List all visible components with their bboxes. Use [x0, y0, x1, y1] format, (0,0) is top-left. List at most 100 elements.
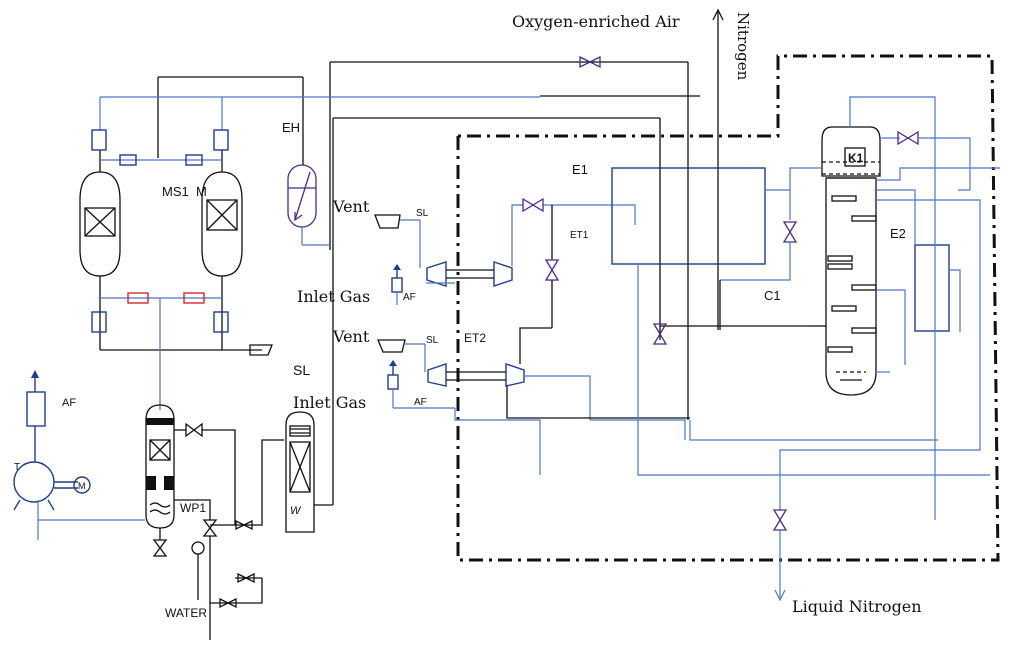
- c1-top-link: [789, 167, 822, 190]
- wp1-label: WP1: [180, 501, 206, 515]
- silencer-2: [377, 339, 406, 353]
- inlet-gas2-label: Inlet Gas: [293, 393, 366, 412]
- column-tray: [851, 284, 877, 291]
- ms1-label: MS1: [162, 184, 189, 199]
- valve-wp1-drain: [152, 539, 168, 557]
- valve-water-5: [219, 597, 237, 609]
- column-liquid-out: [779, 199, 981, 510]
- valve-water-4: [237, 572, 255, 584]
- m-label: M: [78, 481, 86, 491]
- lower-return: [689, 420, 938, 441]
- adsorber-left: [79, 171, 121, 277]
- cooling-unit-wc: [285, 411, 315, 533]
- compressor-t: [13, 461, 78, 511]
- column-tray: [827, 346, 853, 353]
- et2-drain: [590, 419, 686, 440]
- wc-label: W: [290, 505, 302, 517]
- e1-lower-loop: [637, 264, 990, 476]
- liquid-nitrogen-arrow: [774, 589, 786, 602]
- valve-water-mid: [202, 519, 218, 537]
- af3-label: AF: [62, 397, 76, 409]
- valve-liquid-nitrogen: [772, 509, 788, 531]
- wp1-water-out: [174, 499, 211, 520]
- et2-outlet: [524, 375, 591, 420]
- valve-oxygen-line: [579, 55, 601, 69]
- expander-et2: [427, 363, 525, 387]
- column-tray: [827, 255, 853, 262]
- valve-column-feed: [652, 323, 668, 345]
- water-label: WATER: [165, 606, 207, 620]
- t-label: T: [14, 462, 20, 473]
- column-tray: [851, 215, 877, 222]
- valve-e1-c1: [782, 221, 798, 243]
- et2-link: [519, 327, 552, 364]
- sl2-label: SL: [426, 335, 439, 346]
- column-to-e2: [876, 189, 916, 245]
- column-tray: [831, 195, 857, 202]
- inlet-gas-main: [454, 408, 541, 475]
- nitrogen-outlet-label: Nitrogen: [734, 12, 752, 81]
- et1-to-e1: [543, 204, 636, 225]
- ms-valve-box: [213, 129, 229, 151]
- air-filter-1: [391, 264, 403, 293]
- sl1-label: SL: [416, 208, 429, 219]
- cold-box-boundary: [456, 54, 1000, 562]
- et1-label: ET1: [570, 230, 589, 241]
- distillation-column-k1: [821, 126, 881, 396]
- water-pump: [191, 541, 205, 600]
- electric-heater: [287, 164, 317, 228]
- ms-valve-box: [185, 154, 203, 166]
- eh-label: EH: [282, 120, 300, 135]
- e1-to-c1: [765, 189, 791, 220]
- ms-valve-box: [91, 311, 107, 333]
- ms-valve-box: [91, 129, 107, 151]
- ms-valve-box: [119, 154, 137, 166]
- ms1-m-label: M: [196, 184, 207, 199]
- et1-outlet: [511, 204, 523, 266]
- liquid-nitrogen-label: Liquid Nitrogen: [792, 597, 922, 616]
- heat-exchanger-e2: [914, 244, 950, 332]
- c1-return: [720, 242, 791, 281]
- water-loop: [202, 429, 284, 526]
- precooler-wp1: [145, 404, 175, 529]
- column-tray: [851, 327, 877, 334]
- k1-label: K1: [848, 151, 864, 165]
- valve-column-top: [897, 130, 919, 146]
- e2-side: [949, 269, 961, 332]
- oxygen-outlet-label: Oxygen-enriched Air: [512, 12, 680, 31]
- column-top-loop: [849, 96, 936, 520]
- valve-et1-top: [522, 197, 544, 213]
- e1-label: E1: [572, 162, 588, 177]
- column-tray: [831, 305, 857, 312]
- column-mid-link: [876, 289, 906, 365]
- column-tray: [827, 263, 853, 270]
- oxygen-outlet-arrow: [712, 8, 724, 330]
- valve-et1-bypass: [544, 259, 560, 281]
- air-filter-2: [387, 360, 399, 390]
- silencer-ms: [249, 344, 273, 356]
- af2-label: AF: [414, 397, 427, 408]
- vent2-label: Vent: [332, 327, 370, 346]
- e2-label: E2: [890, 226, 906, 241]
- ms-valve-box: [213, 311, 229, 333]
- silencer-1: [374, 214, 401, 229]
- expander-et1: [426, 261, 513, 287]
- column-side-out: [876, 167, 1000, 181]
- et2-label: ET2: [464, 331, 486, 345]
- air-filter-3: [26, 370, 46, 462]
- column-top-valve-out: [918, 137, 971, 191]
- c1-label: C1: [764, 288, 781, 303]
- valve-water-3: [235, 519, 253, 531]
- ms-heater-box: [183, 292, 205, 304]
- vent1-label: Vent: [332, 197, 370, 216]
- ms-heater-box: [127, 292, 149, 304]
- inlet-gas1-label: Inlet Gas: [297, 287, 370, 306]
- et2-lower: [506, 386, 690, 419]
- motor-m: [73, 476, 91, 494]
- heat-exchanger-e1: [611, 167, 766, 265]
- sl3-label: SL: [293, 362, 310, 378]
- adsorber-right: [201, 171, 243, 277]
- valve-water-top: [185, 422, 203, 438]
- af1-label: AF: [403, 292, 416, 303]
